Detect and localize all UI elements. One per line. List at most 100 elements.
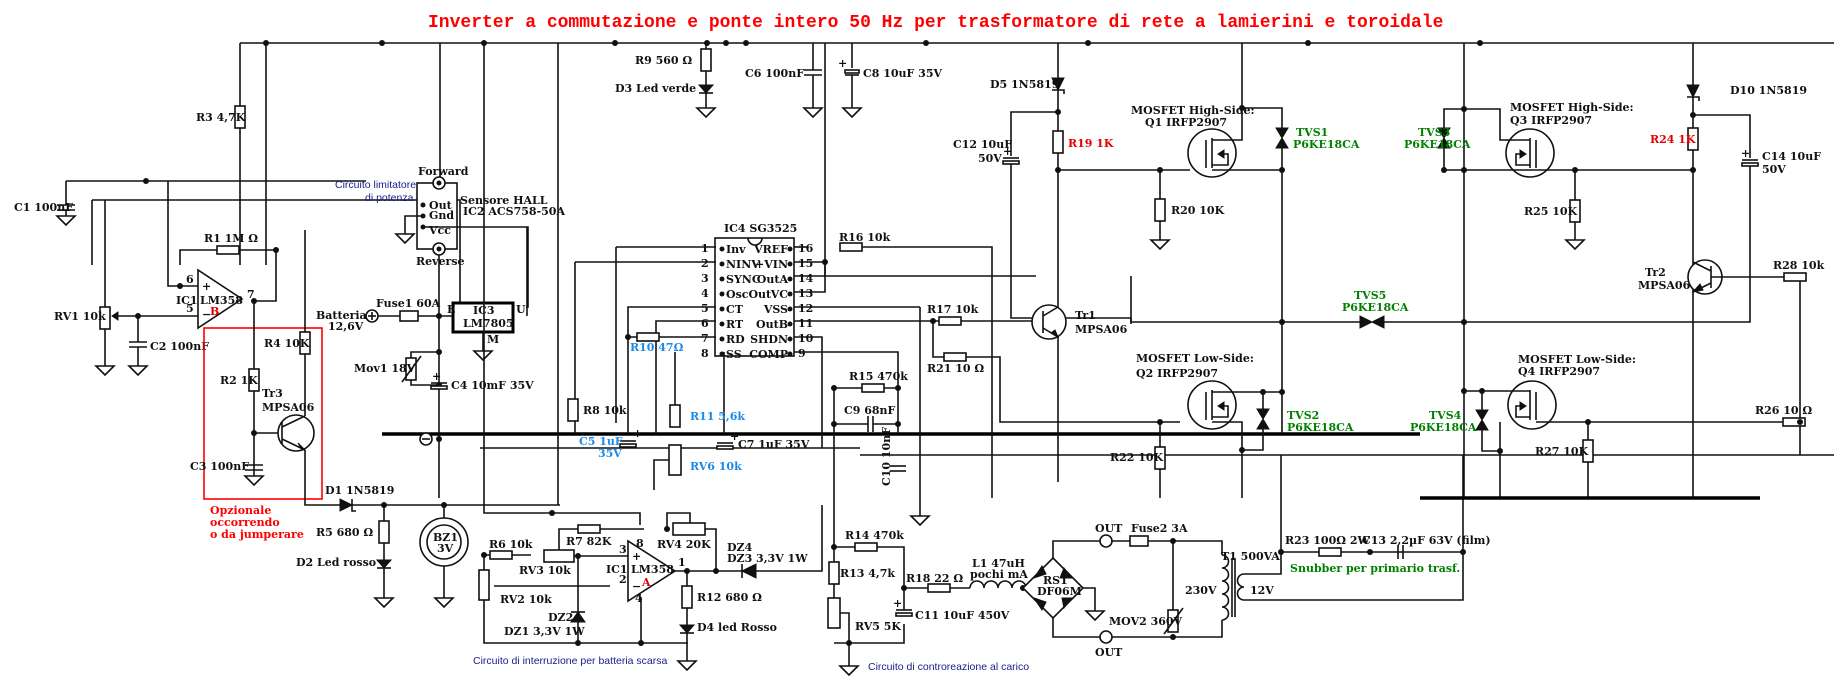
mov1-label: Mov1 18V (354, 362, 416, 375)
rv1-label: RV1 10k (54, 310, 106, 323)
ic4-pin-dot (787, 261, 793, 267)
c10-label: C10 10nF (880, 427, 893, 486)
q3-label: MOSFET High-Side: (1510, 101, 1634, 114)
h-bridge-right: TVS3 P6KE18CA MOSFET High-Side: Q3 IRFP2… (1404, 43, 1825, 500)
q4-label: MOSFET Low-Side: (1518, 353, 1636, 366)
r17-label: R17 10k (927, 303, 979, 316)
dz1-label: DZ1 3,3V 1W (504, 625, 585, 638)
c1-label: C1 100nF (14, 201, 73, 214)
svg-text:M: M (487, 333, 499, 346)
ic4-pin-name: RD (726, 333, 745, 346)
svg-text:Gnd: Gnd (429, 209, 454, 222)
svg-text:RS1: RS1 (1043, 574, 1068, 587)
optional-section: R2 1K Tr3 MPSA06 R4 10K C3 100nF Opziona… (190, 230, 340, 541)
ic4-pin-name: VSS (763, 303, 788, 316)
ic4-pin-dot (719, 261, 725, 267)
r26-label: R26 10 Ω (1755, 404, 1812, 417)
svg-text:Batteria: Batteria (316, 309, 367, 322)
r3-label: R3 4,7K (196, 111, 246, 124)
d3-led (697, 84, 715, 94)
ic4-pin-dot (787, 306, 793, 312)
svg-text:U: U (516, 303, 526, 316)
svg-text:A: A (641, 576, 651, 589)
svg-text:MPSA06: MPSA06 (1638, 279, 1691, 292)
svg-text:IC2 ACS758-50A: IC2 ACS758-50A (463, 205, 565, 218)
ic4-periphery: R16 10k R10 47Ω R8 10k + C5 1uF 35V R11 … (567, 231, 1036, 526)
ic4-pin-num: 15 (798, 257, 813, 270)
c9-label: C9 68nF (844, 404, 896, 417)
ic4-pin-name: SHDN (750, 333, 788, 346)
svg-text:5: 5 (186, 302, 194, 315)
ic4-pin-dot (719, 246, 725, 252)
r21-label: R21 10 Ω (927, 362, 984, 375)
ic4-title: IC4 SG3525 (724, 222, 797, 235)
d2-led (375, 559, 393, 569)
dz3-label: DZ3 3,3V 1W (727, 552, 808, 565)
r5-label: R5 680 Ω (316, 526, 373, 539)
svg-text:2: 2 (619, 573, 627, 586)
svg-text:Opzionale: Opzionale (210, 504, 271, 517)
svg-text:P6KE18CA: P6KE18CA (1287, 421, 1354, 434)
tr1-transistor (1031, 304, 1067, 340)
svg-text:OUT: OUT (1095, 522, 1123, 535)
vcc-decoupling-section: R9 560 Ω D3 Led verde C6 100nF + C8 10uF… (557, 43, 942, 505)
r20-label: R20 10K (1171, 204, 1225, 217)
svg-text:LM358: LM358 (631, 563, 674, 576)
ic4-pin-num: 4 (701, 287, 709, 300)
ic4-pin-num: 11 (798, 317, 813, 330)
r4-label: R4 10K (264, 337, 310, 350)
d3-label: D3 Led verde (615, 82, 696, 95)
svg-text:12,6V: 12,6V (328, 320, 364, 333)
svg-text:Q3 IRFP2907: Q3 IRFP2907 (1510, 114, 1592, 127)
svg-text:Vcc: Vcc (428, 224, 451, 237)
ic4-pin-dot (719, 291, 725, 297)
r13-label: R13 4,7k (840, 567, 895, 580)
svg-text:50V: 50V (978, 152, 1002, 165)
c13-label: C13 2,2µF 63V (film) (1362, 534, 1491, 547)
d4-label: D4 led Rosso (697, 621, 777, 634)
d10-diode (1686, 84, 1700, 99)
ic1b-ref: IC1 (176, 294, 198, 307)
c12-label: C12 10uF (953, 138, 1012, 151)
ic4-pin-dot (787, 336, 793, 342)
svg-text:Tr2: Tr2 (1645, 266, 1666, 279)
h-bridge-left: D5 1N5819 + C12 10uF 50V R19 1K R20 10K … (918, 43, 1360, 498)
ic4-pin-name: SYNC (726, 273, 761, 286)
ic4-pin-name: VC (770, 288, 789, 301)
tvs2-diode (1256, 408, 1270, 420)
ic1b-unit: B (210, 305, 219, 318)
svg-text:+: + (838, 57, 847, 70)
svg-text:MPSA06: MPSA06 (1075, 323, 1128, 336)
svg-text:12V: 12V (1250, 584, 1274, 597)
alarm-section: D1 1N5819 R5 680 Ω D2 Led rosso BZ1 3V (296, 484, 560, 608)
svg-text:35V: 35V (598, 447, 622, 460)
ic4-pin-dot (719, 321, 725, 327)
c6-label: C6 100nF (745, 67, 804, 80)
svg-text:P6KE18CA: P6KE18CA (1404, 138, 1471, 151)
svg-text:OUT: OUT (1095, 646, 1123, 659)
rv6-pot (668, 444, 682, 476)
fuse1 (399, 310, 419, 322)
svg-text:+: + (730, 430, 739, 443)
svg-text:4: 4 (635, 592, 643, 605)
svg-text:L1 47uH: L1 47uH (972, 557, 1025, 570)
ic4-pin-num: 10 (798, 332, 814, 345)
svg-text:DF06M: DF06M (1037, 585, 1082, 598)
dz3-zener (740, 563, 757, 579)
r28-label: R28 10k (1773, 259, 1825, 272)
r11-label: R11 5,6k (690, 410, 745, 423)
ic4-pin-dot (787, 291, 793, 297)
ic4-pin-num: 7 (701, 332, 709, 345)
svg-text:LM7805: LM7805 (463, 317, 514, 330)
ic1b-opamp (197, 268, 244, 330)
svg-text:+: + (632, 550, 641, 563)
dz4-label: DZ4 (727, 541, 753, 554)
c4-label: C4 10mF 35V (451, 379, 534, 392)
low-battery-section: R6 10k RV2 10k RV3 10k R7 82K DZ2 DZ1 3,… (473, 43, 823, 671)
ic4-pin-dot (787, 321, 793, 327)
ic4-pin-name: RT (726, 318, 744, 331)
r19-label: R19 1K (1068, 137, 1114, 150)
ic1b-part: LM358 (200, 294, 243, 307)
r22-label: R22 10K (1110, 451, 1164, 464)
svg-text:Q4 IRFP2907: Q4 IRFP2907 (1518, 365, 1600, 378)
